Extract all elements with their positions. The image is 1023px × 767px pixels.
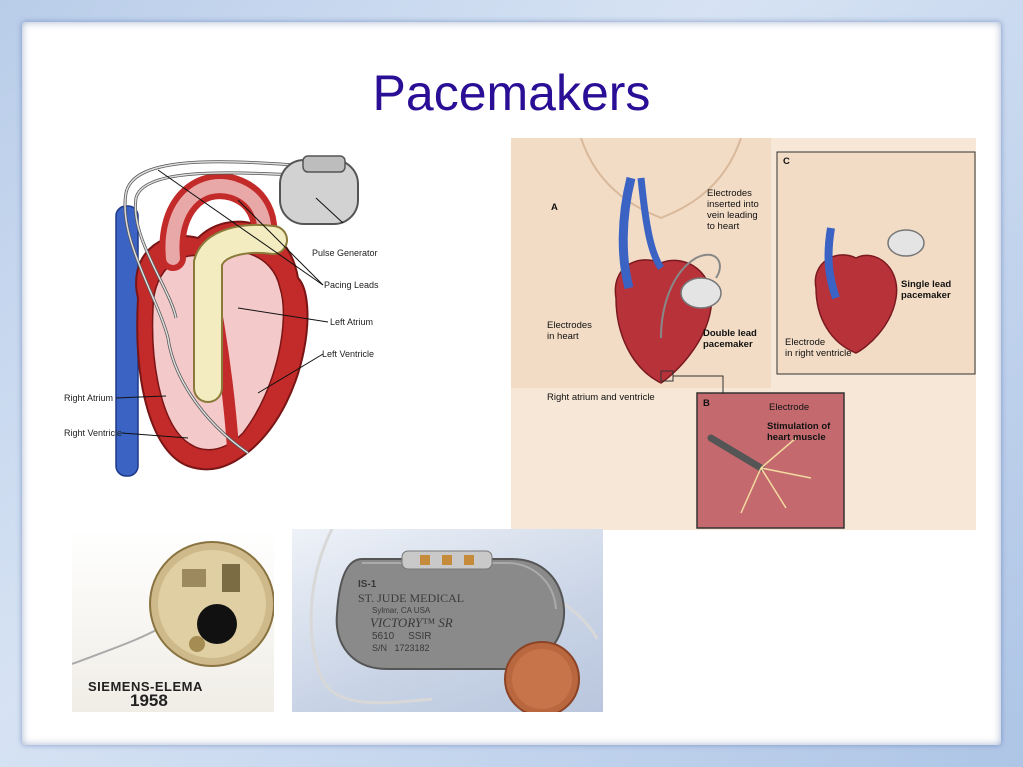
stjude-photo: IS-1 ST. JUDE MEDICAL Sylmar, CA USA VIC…: [292, 529, 603, 712]
siemens-photo: SIEMENS-ELEMA 1958: [72, 529, 274, 712]
label-electrode-b: Electrode: [769, 402, 810, 413]
single-lead-device: [887, 229, 925, 257]
stjude-line6: S/N 1723182: [372, 643, 430, 653]
heart-diagram: Pulse Generator Pacing Leads Left Atrium…: [58, 148, 388, 488]
label-right-atrium: Right Atrium: [64, 393, 114, 403]
aorta-inner: [165, 179, 272, 265]
label-stimulation-1: Stimulation of: [767, 421, 831, 432]
pacing-lead-1-core: [124, 160, 309, 454]
slide-title: Pacemakers: [372, 65, 651, 121]
vein-c: [824, 227, 840, 300]
label-double-lead-2: pacemaker: [703, 339, 753, 350]
label-electrode-rv-1: Electrode: [785, 337, 826, 348]
label-pulse-generator: Pulse Generator: [312, 248, 378, 258]
pulmonary-artery-fill: [195, 225, 286, 401]
panel-a-letter: A: [551, 202, 558, 213]
double-lead-device: [680, 277, 722, 309]
siemens-caption-name: SIEMENS-ELEMA: [88, 679, 203, 694]
label-left-ventricle: Left Ventricle: [322, 349, 375, 359]
stjude-line3: Sylmar, CA USA: [372, 606, 431, 615]
label-pacing-leads: Pacing Leads: [324, 280, 379, 290]
siemens-pacemaker-image: [72, 541, 274, 667]
label-electrodes-heart-2: in heart: [547, 331, 579, 342]
stjude-line4: VICTORY™ SR: [370, 615, 453, 630]
label-electrodes-vein-3: vein leading: [707, 210, 758, 221]
stjude-line1: IS-1: [358, 579, 377, 590]
label-stimulation-2: heart muscle: [767, 432, 826, 443]
label-electrode-rv-2: in right ventricle: [785, 348, 852, 359]
siemens-caption-year: 1958: [130, 691, 168, 710]
label-double-lead-1: Double lead: [703, 328, 757, 339]
pacing-lead-2-core: [134, 172, 309, 319]
label-right-atrium-ventricle: Right atrium and ventricle: [547, 392, 655, 403]
stjude-pacemaker-image: [309, 529, 599, 712]
stjude-line2: ST. JUDE MEDICAL: [358, 591, 465, 605]
stjude-line5: 5610 SSIR: [372, 631, 432, 642]
label-electrodes-vein-2: inserted into: [707, 199, 759, 210]
label-electrodes-vein-1: Electrodes: [707, 188, 752, 199]
label-electrodes-heart-1: Electrodes: [547, 320, 592, 331]
label-electrodes-vein-4: to heart: [707, 221, 740, 232]
vein-a: [618, 176, 636, 290]
heart-c: [814, 254, 898, 354]
heart-diagram-svg: [115, 155, 359, 477]
label-left-atrium: Left Atrium: [330, 317, 374, 327]
pulse-generator-header: [302, 155, 346, 173]
panel-b-letter: B: [703, 398, 710, 409]
medical-illustration: A C B Electrodes inserted into vein lead…: [511, 138, 976, 530]
medical-illustration-svg: [511, 138, 976, 529]
label-single-lead-2: pacemaker: [901, 290, 951, 301]
label-single-lead-1: Single lead: [901, 279, 952, 290]
label-right-ventricle: Right Ventricle: [64, 428, 123, 438]
panel-c-letter: C: [783, 156, 790, 167]
